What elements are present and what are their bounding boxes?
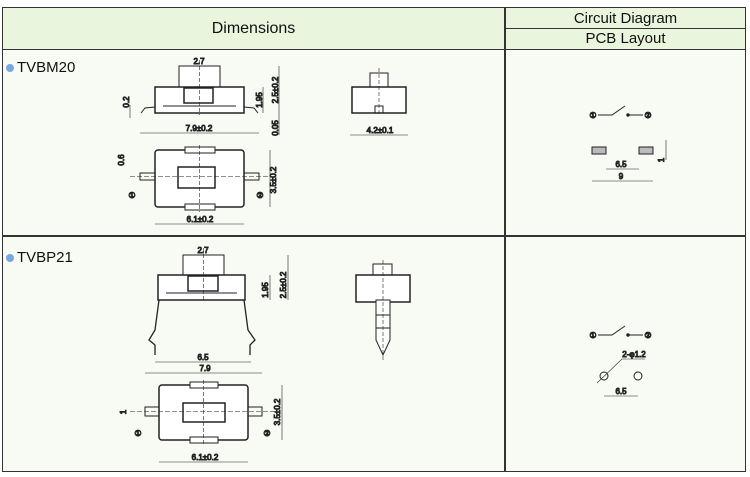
dim-total-length: 7.9±0.2 [186, 124, 213, 133]
pcb-hole-spacing: 6.5 [615, 387, 627, 396]
tvbp21-pcb-layout [596, 358, 645, 397]
pcb-pad-spacing: 6.5 [615, 160, 627, 169]
dim-body-length: 6.1±0.2 [192, 453, 219, 462]
dim-lead-spacing: 6.5 [197, 353, 209, 362]
model-label-row-1: TVBM20 [6, 59, 75, 76]
pcb-pad-height: 1 [657, 157, 666, 162]
dim-bottom-width: 3.5±0.2 [273, 398, 282, 425]
model-name: TVBP21 [17, 249, 73, 266]
tvbp21-bottom-view [130, 380, 283, 463]
dim-lead-thickness: 0.2 [122, 96, 131, 108]
dim-total-height: 2.5±0.2 [271, 76, 280, 103]
tvbm20-circuit-diagram [598, 105, 643, 117]
dim-body-height: 1.95 [255, 92, 264, 108]
circuit-terminal-1: ① [589, 111, 596, 120]
tvbm20-side-view [350, 68, 408, 136]
dim-body-length: 6.1±0.2 [187, 215, 214, 224]
dim-total-length: 7.9 [199, 364, 211, 373]
tvbp21-front-view [145, 248, 289, 374]
pcb-pad-span: 9 [619, 172, 624, 181]
table-header: Dimensions Circuit Diagram PCB Layout [3, 8, 745, 50]
dim-lead-width: 1 [119, 409, 128, 414]
terminal-2-label: ② [256, 191, 263, 200]
dim-side-width: 4.2±0.1 [367, 126, 394, 135]
model-label-row-2: TVBP21 [6, 249, 73, 266]
model-name: TVBM20 [17, 59, 76, 76]
dim-button-width: 2.7 [197, 246, 209, 255]
circuit-terminal-2: ② [644, 111, 651, 120]
tvbp21-side-view [355, 260, 411, 360]
tvbm20-bottom-view [130, 145, 271, 225]
dim-total-height: 2.5±0.2 [279, 271, 288, 298]
dim-standoff: 0.05 [271, 120, 280, 136]
header-dimensions: Dimensions [211, 19, 296, 37]
circuit-terminal-1: ① [589, 331, 596, 340]
dim-bottom-width: 3.5±0.2 [269, 166, 278, 193]
header-circuit-diagram: Circuit Diagram [506, 8, 745, 29]
tvbp21-circuit-diagram [598, 325, 643, 337]
row-divider [3, 235, 745, 237]
tvbm20-front-view [129, 60, 280, 135]
terminal-1-label: ① [134, 429, 141, 438]
column-divider [504, 8, 506, 471]
circuit-terminal-2: ② [644, 331, 651, 340]
header-pcb-layout: PCB Layout [585, 30, 666, 47]
terminal-1-label: ① [128, 191, 135, 200]
bullet-icon [6, 253, 14, 262]
dim-lead-width: 0.6 [117, 154, 126, 166]
tvbm20-pcb-layout [591, 140, 667, 182]
dim-body-height: 1.95 [261, 282, 270, 298]
pcb-hole-spec: 2-φ1.2 [622, 350, 646, 359]
terminal-2-label: ② [263, 429, 270, 438]
dim-button-width: 2.7 [193, 57, 205, 66]
bullet-icon [6, 63, 14, 72]
